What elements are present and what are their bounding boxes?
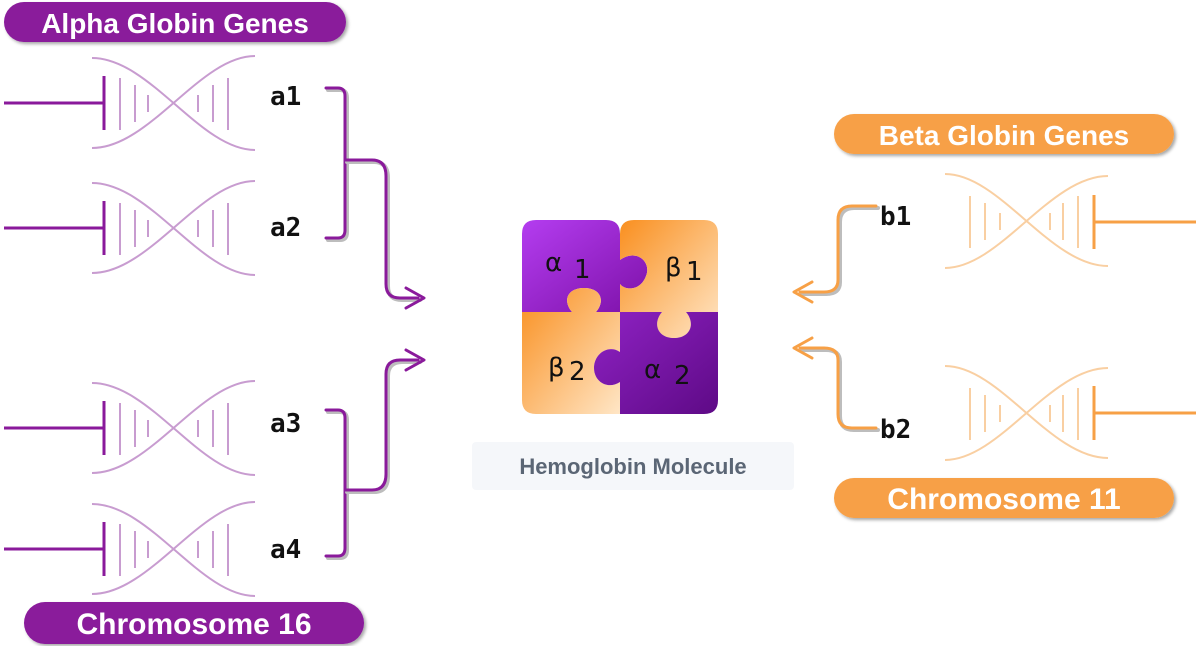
chromosome-11-label: Chromosome 11 bbox=[887, 483, 1120, 516]
beta-arrow-bottom bbox=[792, 336, 880, 432]
gene-label-a3: a3 bbox=[270, 409, 301, 439]
gene-label-b2: b2 bbox=[880, 415, 911, 445]
alpha1-symbol: α bbox=[545, 248, 562, 278]
alpha-dna-1 bbox=[4, 55, 256, 151]
chromosome-11-pill: Chromosome 11 bbox=[834, 478, 1174, 518]
gene-label-a1: a1 bbox=[270, 82, 301, 112]
gene-label-b1: b1 bbox=[880, 202, 911, 232]
beta-dna-1 bbox=[944, 173, 1196, 269]
alpha-dna-4 bbox=[4, 501, 256, 597]
hemoglobin-label-box: Hemoglobin Molecule bbox=[472, 442, 794, 490]
alpha-bracket-bottom bbox=[324, 348, 426, 560]
gene-label-a4: a4 bbox=[270, 535, 301, 565]
hemoglobin-label: Hemoglobin Molecule bbox=[519, 454, 746, 479]
puzzle-piece-alpha1: α 1 bbox=[522, 220, 648, 312]
alpha2-symbol: α bbox=[644, 355, 661, 385]
puzzle-piece-beta2: β 2 bbox=[522, 288, 620, 414]
alpha1-subscript: 1 bbox=[574, 255, 591, 285]
beta-dna-2 bbox=[944, 365, 1196, 461]
beta1-subscript: 1 bbox=[686, 257, 703, 287]
puzzle-piece-beta1: β 1 bbox=[620, 220, 718, 338]
alpha-title-pill: Alpha Globin Genes bbox=[4, 2, 346, 42]
alpha-dna-3 bbox=[4, 380, 256, 476]
alpha2-subscript: 2 bbox=[674, 361, 691, 391]
chromosome-16-pill: Chromosome 16 bbox=[24, 602, 364, 644]
beta-arrow-top bbox=[792, 204, 880, 304]
alpha-bracket-top bbox=[324, 86, 426, 310]
beta2-subscript: 2 bbox=[569, 357, 586, 387]
hemoglobin-puzzle: α 1 β 1 β 2 α 2 bbox=[522, 220, 718, 414]
alpha-dna-2 bbox=[4, 180, 256, 276]
beta2-symbol: β bbox=[548, 353, 565, 383]
beta-title-pill: Beta Globin Genes bbox=[834, 114, 1174, 154]
beta-title: Beta Globin Genes bbox=[879, 120, 1130, 151]
puzzle-piece-alpha2: α 2 bbox=[594, 312, 718, 414]
chromosome-16-label: Chromosome 16 bbox=[76, 608, 311, 641]
beta1-symbol: β bbox=[665, 253, 682, 283]
alpha-title: Alpha Globin Genes bbox=[41, 8, 309, 39]
gene-label-a2: a2 bbox=[270, 213, 301, 243]
